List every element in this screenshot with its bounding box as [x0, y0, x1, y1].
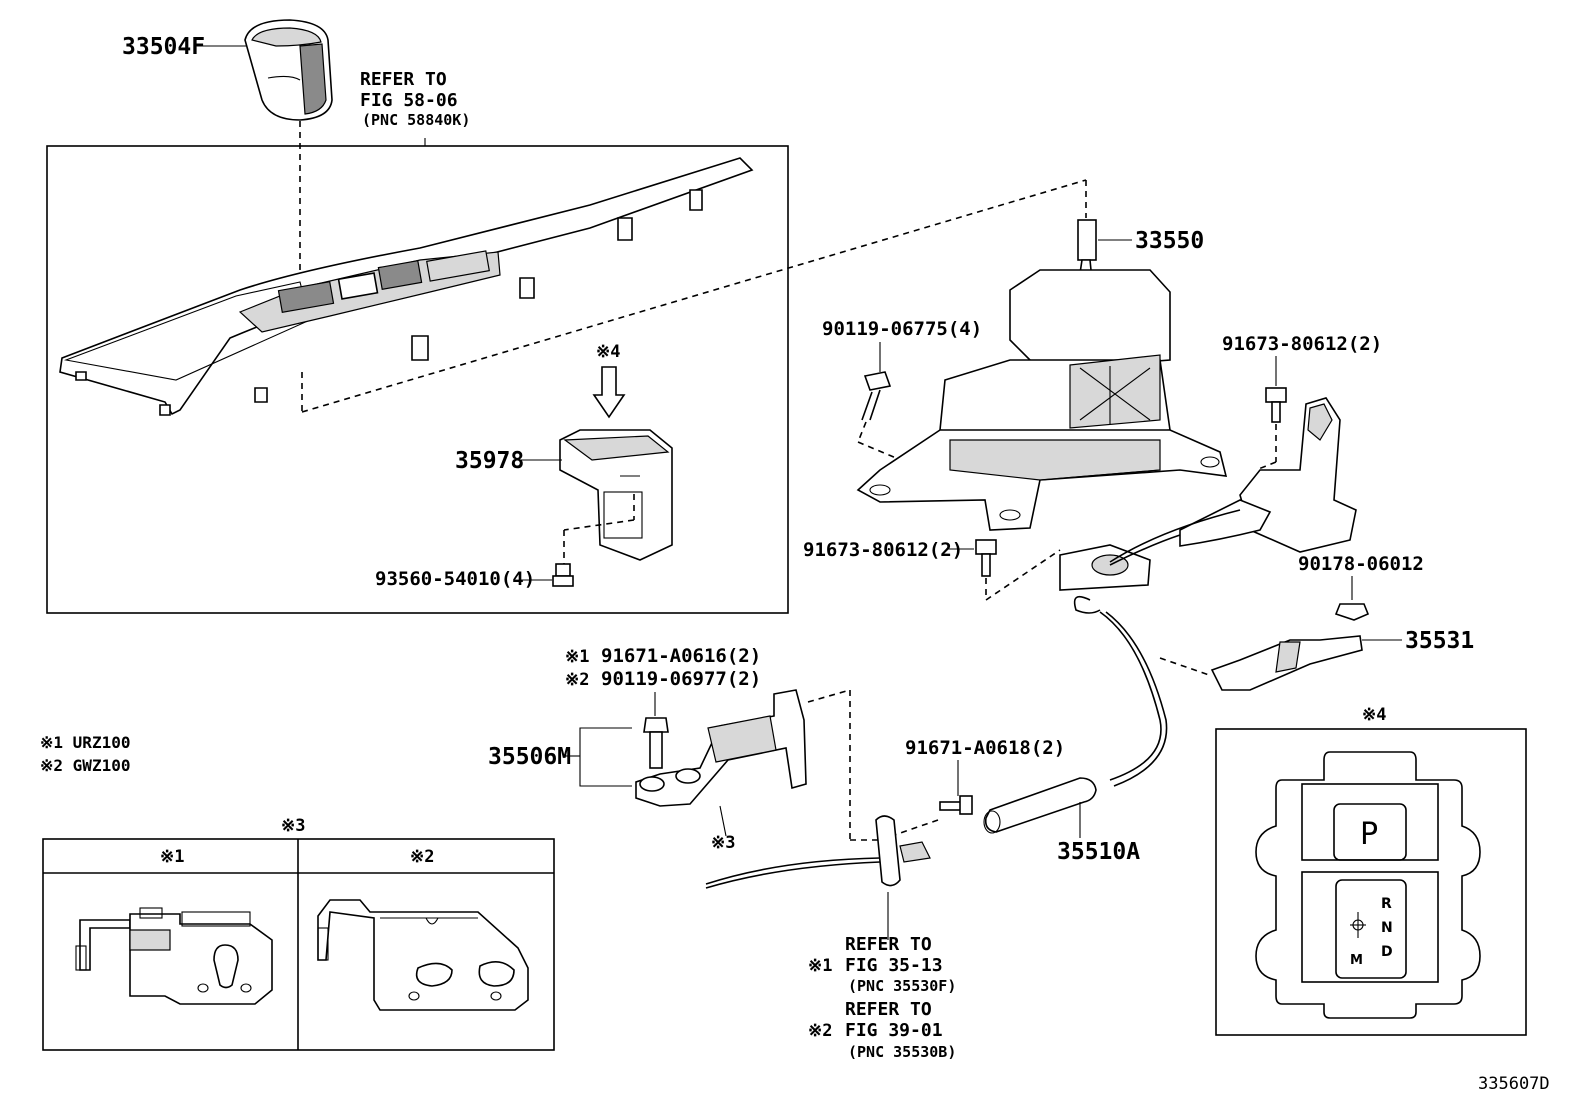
label-bolt-b: 91673-80612(2)	[1222, 333, 1382, 355]
cable-ref-a-line1: REFER TO	[845, 934, 932, 955]
bolt-icon	[1265, 387, 1287, 423]
inset-header-1: ※1	[160, 847, 184, 867]
knob-ref-line1: REFER TO	[360, 69, 447, 90]
gear-p: P	[1360, 817, 1378, 852]
mark-2-bolt: ※2	[565, 670, 589, 690]
console-group-frame	[46, 145, 789, 614]
mark-3-inset: ※3	[281, 816, 305, 836]
label-bolt-bracket-2: 90119-06977(2)	[601, 668, 761, 690]
shift-cable	[705, 595, 1168, 889]
label-screw-switch: 93560-54010(4)	[375, 568, 535, 590]
inset-bracket-variants	[42, 838, 555, 1051]
cable-cover	[984, 777, 1097, 833]
cable-ref-b-line2: FIG 39-01	[845, 1020, 943, 1041]
label-nut: 90178-06012	[1298, 553, 1424, 575]
shift-knob	[244, 19, 333, 121]
label-cable-cover: 35510A	[1057, 839, 1140, 865]
cable-ref-a-line3: (PNC 35530F)	[848, 977, 956, 995]
mark-4-inset: ※4	[1362, 705, 1386, 725]
switch-gear-frame	[1301, 871, 1439, 983]
console-panel	[59, 157, 754, 416]
knob-ref-line2: FIG 58-06	[360, 90, 458, 111]
legend-line2: ※2 GWZ100	[40, 756, 130, 775]
label-bracket: 35506M	[488, 744, 571, 770]
label-lever: 33550	[1135, 228, 1204, 254]
bracket-variant-2	[317, 899, 529, 1011]
bracket-variant-1	[75, 907, 273, 1005]
gear-n: N	[1381, 920, 1393, 936]
switch-assembly	[559, 429, 673, 561]
diagram-code: 335607D	[1478, 1074, 1550, 1094]
p-button	[1333, 803, 1407, 861]
inset-switch-frame	[1215, 728, 1527, 1036]
mark-2-ref: ※2	[808, 1021, 832, 1041]
gear-r: R	[1381, 896, 1392, 912]
knob-ref-line3: (PNC 58840K)	[362, 111, 470, 129]
cable-ref-b-line1: REFER TO	[845, 999, 932, 1020]
gear-selector	[1335, 879, 1407, 979]
bolt-icon	[939, 795, 973, 815]
inset-header-2: ※2	[410, 847, 434, 867]
cable-mount-bracket	[1059, 397, 1357, 591]
label-bolt-bracket-1: 91671-A0616(2)	[601, 645, 761, 667]
label-bolt-a: 90119-06775(4)	[822, 318, 982, 340]
cable-ref-a-line2: FIG 35-13	[845, 955, 943, 976]
arrow-down-icon	[592, 366, 626, 419]
label-switch: 35978	[455, 448, 524, 474]
cable-bracket	[1210, 635, 1363, 691]
nut-icon	[1334, 603, 1370, 621]
cable-end-bracket	[875, 815, 931, 887]
bolt-icon	[643, 717, 669, 769]
label-knob: 33504F	[122, 34, 205, 60]
legend-line1: ※1 URZ100	[40, 733, 130, 752]
cable-ref-b-line3: (PNC 35530B)	[848, 1043, 956, 1061]
mark-1-ref: ※1	[808, 956, 832, 976]
label-bolt-cable: 91671-A0618(2)	[905, 737, 1065, 759]
shift-pattern-icon	[1350, 912, 1366, 938]
bolt-icon	[861, 371, 892, 421]
shift-lever-assembly	[856, 219, 1228, 531]
label-bolt-c: 91673-80612(2)	[803, 539, 963, 561]
label-bracket-cable: 35531	[1405, 628, 1474, 654]
gear-d: D	[1381, 944, 1393, 960]
mark-3-bracket: ※3	[711, 833, 735, 853]
mount-bracket	[635, 689, 807, 807]
mark-4-top: ※4	[596, 342, 620, 362]
screw-icon	[552, 563, 574, 587]
gear-m: M	[1350, 953, 1363, 968]
bolt-icon	[975, 539, 997, 577]
mark-1-bolt: ※1	[565, 647, 589, 667]
switch-outline	[1255, 751, 1481, 1019]
